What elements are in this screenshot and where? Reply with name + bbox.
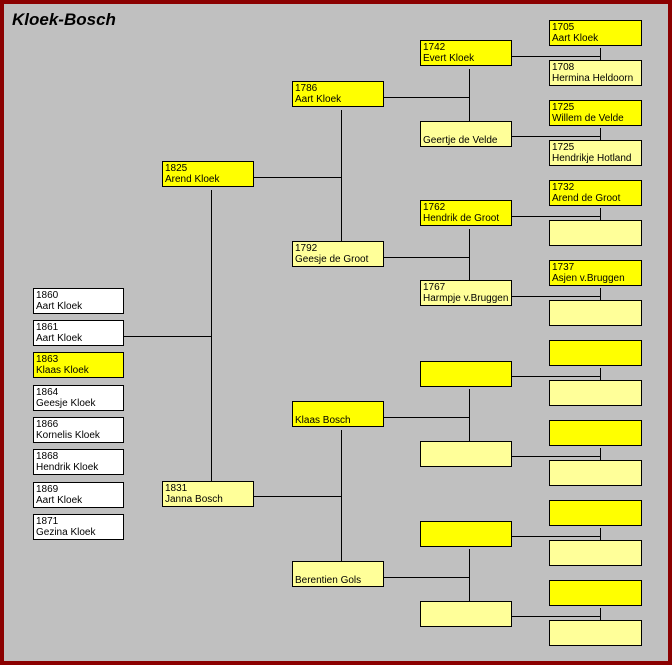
child-name: Hendrik Kloek [36,462,99,473]
child-year: 1861 [36,322,59,333]
person-year: 1725 [552,142,575,153]
child-year: 1860 [36,290,59,301]
connector-lines [123,48,601,624]
child-year: 1863 [36,354,59,365]
gg-grandparent-box[interactable] [549,220,642,246]
child-year: 1869 [36,484,59,495]
person-name: Hendrikje Hotland [552,153,632,164]
person-year: 1792 [295,243,318,254]
person-name: Arend de Groot [552,193,621,204]
person-name: Hendrik de Groot [423,213,500,224]
person-year: 1767 [423,282,446,293]
child-year: 1866 [36,419,59,430]
person-name: Hermina Heldoorn [552,73,634,84]
person-year: 1786 [295,83,318,94]
great-grandparent-box[interactable]: Geertje de Velde [420,121,512,147]
gg-grandparent-box[interactable] [549,580,642,606]
child-name: Aart Kloek [36,495,83,506]
person-name: Arend Kloek [165,174,220,185]
person-year: 1732 [552,182,575,193]
gg-grandparent-box[interactable] [549,460,642,486]
gg-grandparent-box[interactable] [549,340,642,366]
person-year: 1825 [165,163,188,174]
person-name: Aart Kloek [552,33,599,44]
person-name: Klaas Bosch [295,415,351,426]
person-name: Asjen v.Bruggen [552,273,625,284]
grandparent-box[interactable]: Klaas Bosch [292,401,384,427]
person-year: 1831 [165,483,188,494]
child-year: 1871 [36,516,59,527]
person-name: Evert Kloek [423,53,475,64]
gg-grandparent-box[interactable] [549,300,642,326]
child-name: Aart Kloek [36,333,83,344]
child-name: Gezina Kloek [36,527,96,538]
gg-grandparent-box[interactable] [549,420,642,446]
gg-grandparent-box[interactable] [549,620,642,646]
child-year: 1864 [36,387,59,398]
gg-grandparent-box[interactable] [549,500,642,526]
person-name: Geesje de Groot [295,254,369,265]
child-year: 1868 [36,451,59,462]
person-year: 1762 [423,202,446,213]
person-name: Berentien Gols [295,575,362,586]
great-grandparent-box[interactable] [420,601,512,627]
person-name: Willem de Velde [552,113,624,124]
person-year: 1737 [552,262,575,273]
person-year: 1708 [552,62,575,73]
great-grandparent-box[interactable] [420,521,512,547]
gg-grandparent-box[interactable] [549,380,642,406]
person-name: Janna Bosch [165,494,223,505]
great-grandparent-box[interactable] [420,361,512,387]
child-name: Klaas Kloek [36,365,89,376]
gg-grandparent-box[interactable] [549,540,642,566]
child-name: Aart Kloek [36,301,83,312]
child-name: Kornelis Kloek [36,430,100,441]
person-year: 1742 [423,42,446,53]
child-name: Geesje Kloek [36,398,96,409]
chart-title: Kloek-Bosch [12,10,116,29]
person-name: Aart Kloek [295,94,342,105]
person-name: Harmpje v.Bruggen [423,293,509,304]
person-name: Geertje de Velde [423,135,498,146]
grandparent-box[interactable]: Berentien Gols [292,561,384,587]
great-grandparent-box[interactable] [420,441,512,467]
person-year: 1705 [552,22,575,33]
person-year: 1725 [552,102,575,113]
